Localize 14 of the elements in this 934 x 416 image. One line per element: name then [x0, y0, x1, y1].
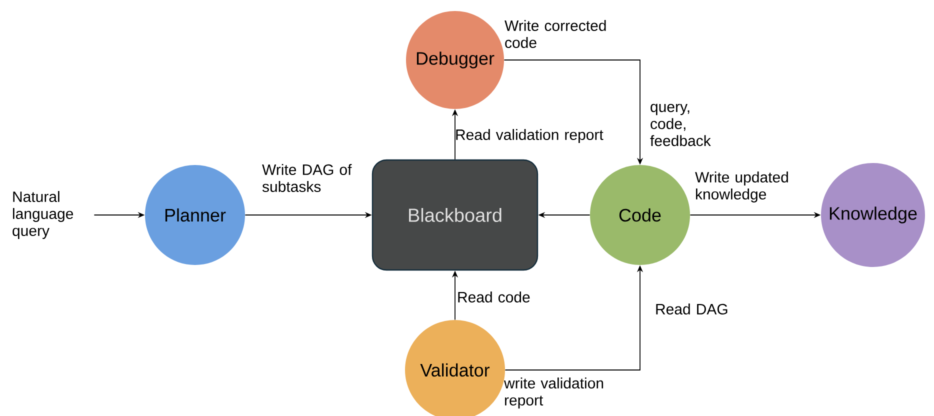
circle-node: Code	[590, 165, 690, 265]
circle-node: Knowledge	[821, 163, 925, 267]
circle-node: Debugger	[406, 11, 504, 109]
edge-label: Write updated knowledge	[695, 172, 788, 202]
edge-label: Read code	[458, 292, 530, 302]
edge-label: Write corrected code	[504, 20, 606, 48]
text-label: Read DAG	[656, 304, 728, 314]
edge-label: write validation report	[504, 378, 604, 408]
edge-label: Write DAG of subtasks	[262, 164, 352, 192]
query-text: Natural language query	[12, 191, 74, 239]
circle-node: Planner	[145, 165, 245, 265]
text-label: query, code, feedback	[650, 104, 711, 146]
edge-label: Read validation report	[456, 129, 604, 143]
blackboard-box: Blackboard	[372, 159, 538, 271]
